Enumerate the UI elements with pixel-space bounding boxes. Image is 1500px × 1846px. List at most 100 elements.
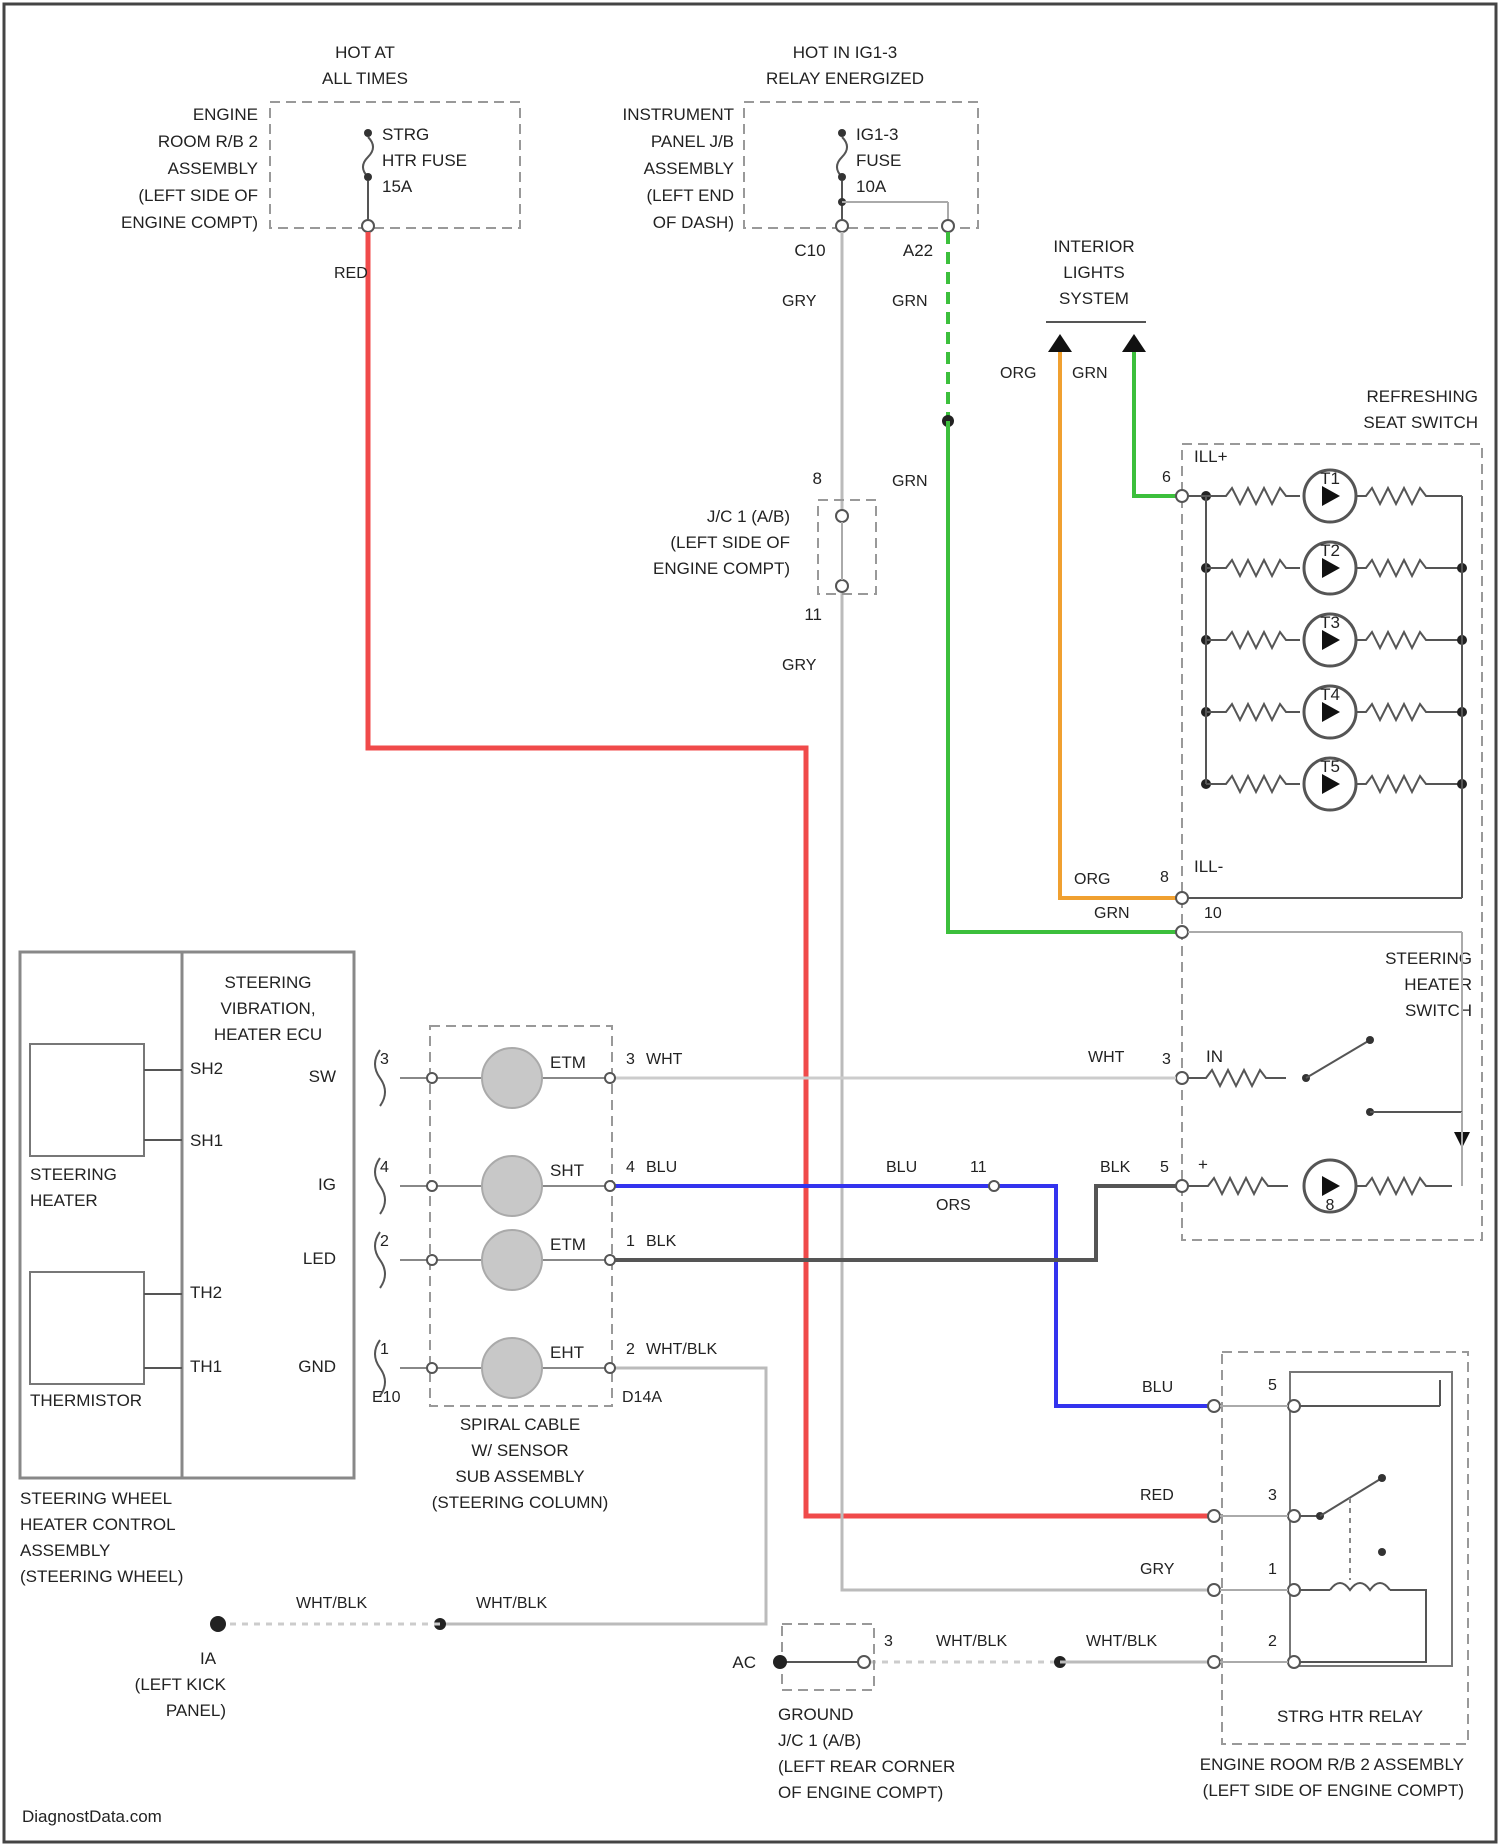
- rb2-label-5: ENGINE COMPT): [121, 213, 258, 232]
- wire-org-label-2: ORG: [1074, 871, 1110, 888]
- spiral-out-blk: BLK: [646, 1233, 677, 1250]
- ecu-conn-pin-1: 3: [380, 1051, 389, 1068]
- spiral-row: ETM: [400, 1230, 615, 1290]
- ipjb-label-2: PANEL J/B: [651, 132, 734, 151]
- ecu-pin-gnd: GND: [298, 1357, 336, 1376]
- spiral-label-4: (STEERING COLUMN): [432, 1493, 609, 1512]
- wire-blu-pin-11: 11: [970, 1159, 987, 1176]
- spiral-row: EHT: [400, 1338, 615, 1398]
- ecu-pin-sh2: SH2: [190, 1059, 223, 1078]
- hot-in-ig1-line2: RELAY ENERGIZED: [766, 69, 924, 88]
- pin-c10: C10: [794, 241, 825, 260]
- ecu-conn-pin-2: 4: [380, 1159, 389, 1176]
- relay-pin-5: 5: [1268, 1377, 1277, 1394]
- ecu-pin-led: LED: [303, 1249, 336, 1268]
- ecu-label-1: STEERING: [225, 973, 312, 992]
- ipjb-label-4: (LEFT END: [646, 186, 734, 205]
- wire-red-label-top: RED: [334, 265, 368, 282]
- interior-lights-system: INTERIOR LIGHTS SYSTEM: [1046, 237, 1146, 352]
- rb2-label-4: (LEFT SIDE OF: [138, 186, 258, 205]
- watermark: DiagnostData.com: [22, 1807, 162, 1826]
- spiral-label-2: W/ SENSOR: [471, 1441, 568, 1460]
- thermistor-label: THERMISTOR: [30, 1391, 142, 1410]
- wire-ors-label: ORS: [936, 1197, 971, 1214]
- strg-htr-relay: 5 3 1 2 STRG HTR RELAY ENGINE ROOM R/B 2…: [1200, 1352, 1468, 1800]
- wire-grn-label-2: GRN: [892, 473, 928, 490]
- hot-in-ig1-line1: HOT IN IG1-3: [793, 43, 898, 62]
- swa-label-2: HEATER CONTROL: [20, 1515, 176, 1534]
- spiral-coil-icon: [482, 1338, 542, 1398]
- wire-blu-label-1: BLU: [886, 1159, 917, 1176]
- ecu-conn-pin-3: 2: [380, 1233, 389, 1250]
- ground-jc-3: (LEFT REAR CORNER: [778, 1757, 955, 1776]
- ecu-label-3: HEATER ECU: [214, 1025, 322, 1044]
- relay-name: STRG HTR RELAY: [1277, 1707, 1423, 1726]
- led-row: T3: [1201, 613, 1467, 666]
- steering-wheel-assembly: STEERING VIBRATION, HEATER ECU SW IG LED…: [20, 952, 354, 1586]
- wire-gry-label-2: GRY: [782, 657, 817, 674]
- ig1-fuse-2: FUSE: [856, 151, 901, 170]
- ecu-label-2: VIBRATION,: [220, 999, 315, 1018]
- ground-ac-label: AC: [732, 1653, 756, 1672]
- instrument-panel-jb-block: INSTRUMENT PANEL J/B ASSEMBLY (LEFT END …: [623, 102, 978, 260]
- rb2-label-1: ENGINE: [193, 105, 258, 124]
- wire-whtblk-label-2: WHT/BLK: [476, 1595, 547, 1612]
- ill-minus: ILL-: [1194, 857, 1223, 876]
- wire-red-label-relay: RED: [1140, 1487, 1174, 1504]
- wire-grn-ill: [1134, 352, 1178, 496]
- sw-plus-label: +: [1198, 1155, 1208, 1174]
- spiral-row: ETM: [400, 1048, 615, 1108]
- wire-blu-label-relay: BLU: [1142, 1379, 1173, 1396]
- ground-jc-2: J/C 1 (A/B): [778, 1731, 861, 1750]
- spiral-pin-label: EHT: [550, 1343, 584, 1362]
- strg-htr-fuse-1: STRG: [382, 125, 429, 144]
- led-row: T4: [1201, 685, 1467, 738]
- relay-pin-1: 1: [1268, 1561, 1277, 1578]
- sw-led-tag: 8: [1326, 1197, 1335, 1214]
- spiral-pin-label: ETM: [550, 1053, 586, 1072]
- ecu-pin-sw: SW: [309, 1067, 336, 1086]
- strg-htr-fuse-2: HTR FUSE: [382, 151, 467, 170]
- swa-label-1: STEERING WHEEL: [20, 1489, 172, 1508]
- ecu-pin-th2: TH2: [190, 1283, 222, 1302]
- ig1-fuse-1: IG1-3: [856, 125, 899, 144]
- wire-grn-label-3: GRN: [1072, 365, 1108, 382]
- spiral-out-wht: WHT: [646, 1051, 683, 1068]
- spiral-row: SHT: [400, 1156, 615, 1216]
- wire-gry-label-1: GRY: [782, 293, 817, 310]
- sw-contact-arm: [1306, 1040, 1370, 1078]
- relay-pin-2: 2: [1268, 1633, 1277, 1650]
- jc1-pin-8: 8: [813, 469, 822, 488]
- steering-heater-2: HEATER: [30, 1191, 98, 1210]
- led-label: T2: [1320, 541, 1340, 560]
- engine-room-rb2-block: ENGINE ROOM R/B 2 ASSEMBLY (LEFT SIDE OF…: [121, 102, 520, 232]
- wire-gry-label-relay: GRY: [1140, 1561, 1175, 1578]
- wire-org-label-1: ORG: [1000, 365, 1036, 382]
- relay-loc-2: (LEFT SIDE OF ENGINE COMPT): [1203, 1781, 1464, 1800]
- strg-htr-fuse-3: 15A: [382, 177, 413, 196]
- spiral-conn-id: D14A: [622, 1389, 662, 1406]
- shs-pin-3: 3: [1162, 1051, 1171, 1068]
- ill-plus: ILL+: [1194, 447, 1228, 466]
- rb2-label-2: ROOM R/B 2: [158, 132, 258, 151]
- relay-loc-1: ENGINE ROOM R/B 2 ASSEMBLY: [1200, 1755, 1464, 1774]
- swa-label-3: ASSEMBLY: [20, 1541, 110, 1560]
- ground-jc-1: GROUND: [778, 1705, 854, 1724]
- wire-whtblk-label-3: WHT/BLK: [936, 1633, 1007, 1650]
- spiral-label-3: SUB ASSEMBLY: [455, 1467, 584, 1486]
- shs-label-1: STEERING: [1385, 949, 1472, 968]
- jc1-label-3: ENGINE COMPT): [653, 559, 790, 578]
- hot-at-all-times-line2: ALL TIMES: [322, 69, 408, 88]
- wire-grn-label-4: GRN: [1094, 905, 1130, 922]
- spiral-rows: ETM SHT ETM EHT: [400, 1048, 615, 1398]
- ipjb-label-1: INSTRUMENT: [623, 105, 734, 124]
- spiral-out-4: 4: [626, 1159, 635, 1176]
- wire-wht-label-sw: WHT: [1088, 1049, 1125, 1066]
- wire-whtblk-label-1: WHT/BLK: [296, 1595, 367, 1612]
- wire-blu: [610, 1186, 1214, 1406]
- ground-jc-4: OF ENGINE COMPT): [778, 1783, 943, 1802]
- ecu-pin-sh1: SH1: [190, 1131, 223, 1150]
- spiral-out-blu: BLU: [646, 1159, 677, 1176]
- ig1-fuse-3: 10A: [856, 177, 887, 196]
- led-row: T2: [1201, 541, 1467, 594]
